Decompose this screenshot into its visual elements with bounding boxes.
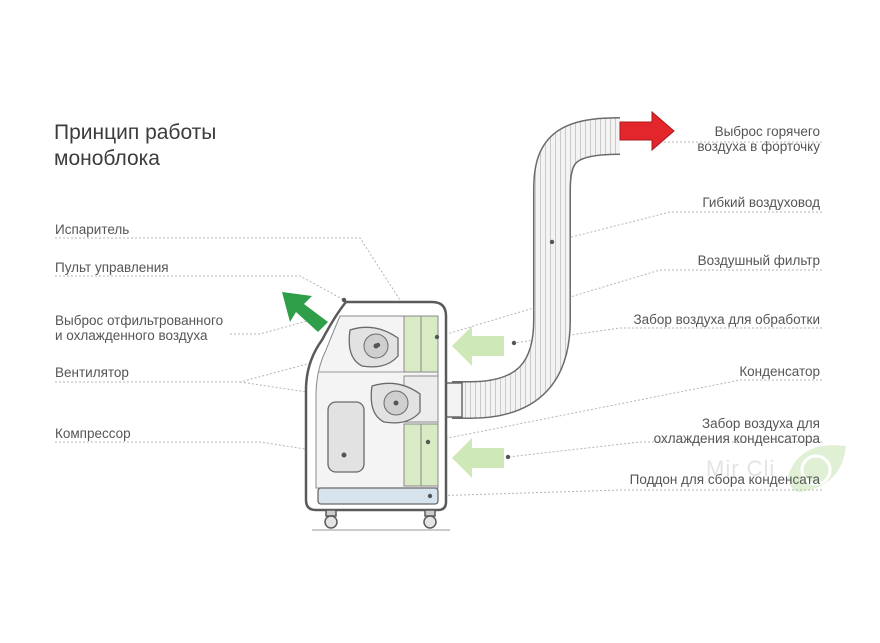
- leader-flex-duct: [551, 211, 822, 243]
- label-hot-air-line2: воздуха в форточку: [697, 139, 820, 154]
- compressor: [327, 401, 365, 473]
- label-filtered-air-line1: Выброс отфильтрованного: [55, 313, 224, 328]
- label-condenser: Конденсатор: [739, 364, 820, 379]
- label-intake-condenser: Забор воздуха для охлаждения конденсатор…: [654, 416, 820, 446]
- wheels: [324, 509, 437, 529]
- monoblock-unit: [304, 239, 555, 531]
- leader-filtered-air: [230, 317, 319, 335]
- point-markers: [341, 239, 555, 460]
- leader-condenser: [427, 379, 822, 443]
- watermark-leaf-icon: [788, 445, 846, 492]
- title-line-2: моноблока: [54, 147, 160, 170]
- label-hot-air: Выброс горячего воздуха в форточку: [697, 124, 820, 154]
- hot-air-arrow: [619, 110, 675, 152]
- title-line-1: Принцип работы: [54, 121, 217, 144]
- label-filtered-air: Выброс отфильтрованного и охлажденного в…: [55, 313, 223, 343]
- leader-air-filter: [436, 269, 822, 338]
- intake-arrow-lower: [452, 438, 504, 478]
- label-flex-duct: Гибкий воздуховод: [702, 195, 820, 210]
- lower-fan: [370, 382, 421, 424]
- label-intake-condenser-line2: охлаждения конденсатора: [653, 431, 820, 446]
- condensate-tray: [317, 487, 439, 505]
- intake-arrow-upper: [452, 326, 504, 366]
- label-control-panel: Пульт управления: [55, 260, 169, 275]
- label-condensate-tray: Поддон для сбора конденсата: [629, 472, 820, 487]
- label-hot-air-line1: Выброс горячего: [714, 124, 820, 139]
- leader-tray: [429, 489, 822, 497]
- flexible-duct: [439, 117, 621, 419]
- upper-fan: [348, 326, 399, 368]
- label-compressor: Компрессор: [55, 426, 131, 441]
- leader-control-panel: [55, 275, 345, 301]
- leader-evaporator: [55, 237, 401, 301]
- leader-intake-condenser: [507, 441, 822, 458]
- label-intake-processing: Забор воздуха для обработки: [633, 312, 820, 327]
- leader-compressor: [55, 441, 345, 456]
- duct-inner: [452, 118, 621, 418]
- cool-air-arrow: [282, 292, 328, 332]
- label-filtered-air-line2: и охлажденного воздуха: [55, 328, 208, 343]
- leader-lines: [55, 131, 822, 497]
- label-fan: Вентилятор: [55, 365, 129, 380]
- label-evaporator: Испаритель: [55, 222, 130, 237]
- label-air-filter: Воздушный фильтр: [697, 253, 820, 268]
- label-intake-condenser-line1: Забор воздуха для: [702, 416, 820, 431]
- page-title: Принцип работы моноблока: [54, 120, 216, 172]
- watermark-text: Mir Cli: [706, 456, 776, 481]
